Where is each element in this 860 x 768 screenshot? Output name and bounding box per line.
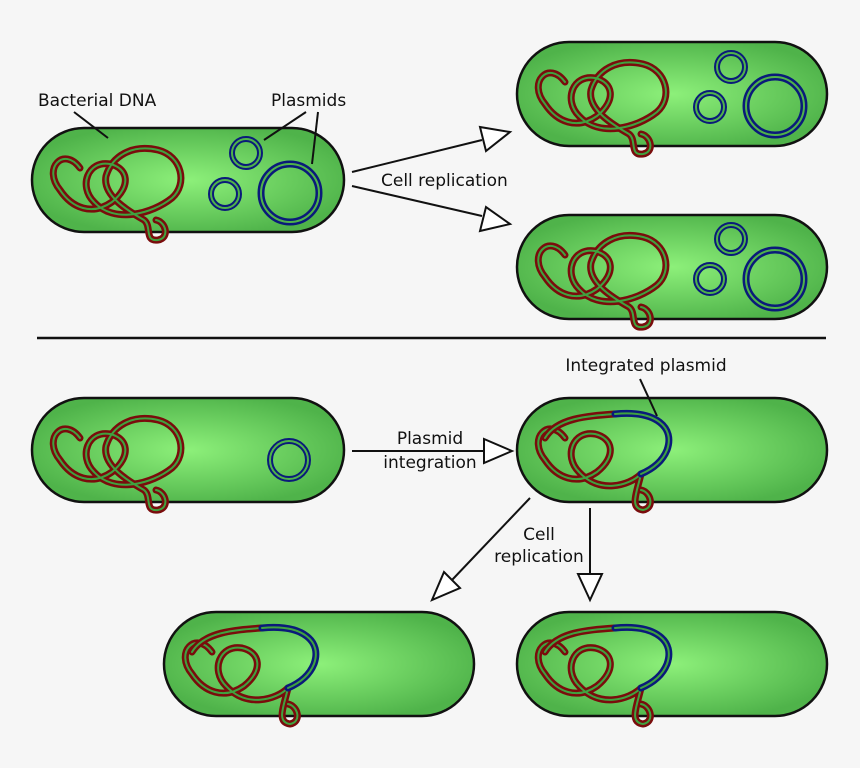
pointer-plasmid-large (311, 111, 319, 165)
plasmid-large (257, 160, 323, 226)
label-cell-replication: Cell replication (381, 171, 508, 191)
plasmid-small-2 (693, 90, 727, 124)
plasmid-small-1 (229, 136, 263, 170)
pointer-integrated-plasmid (639, 378, 658, 417)
parent-cell-with-plasmids (30, 126, 346, 240)
replication-arrows-bottom (430, 497, 604, 603)
pointer-plasmid-small (263, 111, 307, 141)
plasmid-large (267, 438, 311, 482)
plasmid-small-1 (714, 50, 748, 84)
label-bacterial-dna: Bacterial DNA (38, 91, 157, 111)
bacterium-cell-body (30, 126, 346, 234)
plasmid-small-1 (714, 222, 748, 256)
label-cell-replication-line1: Cell (523, 525, 555, 545)
plasmid-small-2 (693, 262, 727, 296)
daughter-cell-integrated-right (515, 610, 829, 724)
bacterium-cell-body (515, 610, 829, 718)
bacterium-cell-body (162, 610, 476, 718)
bacterium-cell-body (515, 213, 829, 321)
daughter-cell-integrated-left (162, 610, 476, 724)
label-cell-replication-line2: replication (494, 547, 584, 567)
pointer-bacterial-dna (73, 111, 109, 139)
bacterium-cell-body (515, 396, 829, 504)
plasmid-large (742, 246, 808, 312)
replication-arrows (351, 125, 513, 233)
label-plasmids: Plasmids (271, 91, 346, 111)
integration-arrow (352, 437, 515, 465)
label-integrated-plasmid: Integrated plasmid (565, 356, 726, 376)
cell-with-integrated-plasmid (515, 396, 829, 510)
bacterium-cell-body (515, 40, 829, 148)
cell-before-integration (30, 396, 346, 510)
bacterium-cell-body (30, 396, 346, 504)
plasmid-large (742, 73, 808, 139)
label-plasmid-integration-line1: Plasmid (397, 429, 463, 449)
daughter-cell-top (515, 40, 829, 154)
label-plasmid-integration-line2: integration (383, 453, 476, 473)
plasmid-small-2 (208, 177, 242, 211)
daughter-cell-bottom (515, 213, 829, 327)
